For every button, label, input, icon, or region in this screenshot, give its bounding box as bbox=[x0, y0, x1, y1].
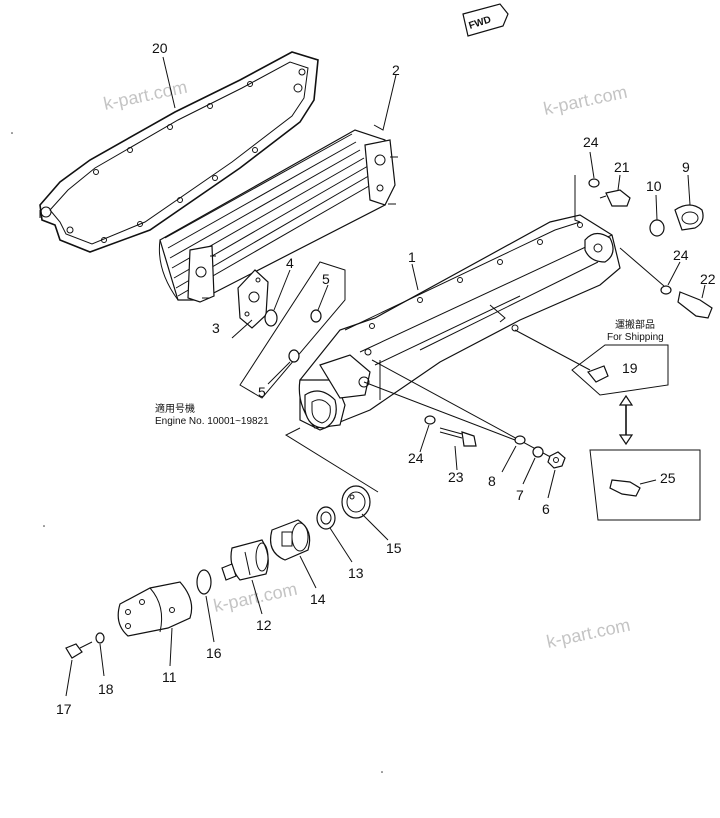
part-24-washer-lower bbox=[424, 415, 436, 425]
callout-5-lower: 5 bbox=[258, 384, 266, 400]
watermark-3: k-part.com bbox=[212, 579, 299, 616]
part-25-fitting bbox=[609, 479, 641, 497]
fwd-arrow-badge: FWD bbox=[462, 3, 509, 37]
callout-11: 11 bbox=[162, 669, 177, 685]
callout-16: 16 bbox=[206, 645, 222, 661]
part-5-o-ring-a bbox=[310, 309, 322, 323]
callout-17: 17 bbox=[56, 701, 72, 717]
callout-13: 13 bbox=[348, 565, 364, 581]
part-9-plug bbox=[674, 204, 704, 231]
part-23-bolt bbox=[439, 427, 477, 447]
callout-24-lower: 24 bbox=[408, 450, 424, 466]
serial-note-english: Engine No. 10001~19821 bbox=[155, 416, 269, 427]
part-8-washer bbox=[514, 435, 526, 445]
callout-7: 7 bbox=[516, 487, 524, 503]
watermark-1: k-part.com bbox=[102, 77, 189, 114]
part-18-washer bbox=[95, 632, 105, 644]
callout-10: 10 bbox=[646, 178, 662, 194]
part-21-bolt bbox=[599, 189, 631, 207]
part-1-cooler-housing bbox=[298, 214, 621, 431]
part-5-group-box bbox=[239, 261, 346, 399]
part-19-fitting bbox=[587, 365, 609, 383]
callout-8: 8 bbox=[488, 473, 496, 489]
watermark-2: k-part.com bbox=[542, 82, 629, 119]
callout-20: 20 bbox=[152, 40, 168, 56]
part-5-o-ring-b bbox=[288, 349, 300, 363]
part-16-o-ring bbox=[196, 569, 212, 595]
callout-22: 22 bbox=[700, 271, 716, 287]
callout-12: 12 bbox=[256, 617, 272, 633]
part-2-cooler-element bbox=[158, 129, 398, 303]
shipping-note-english: For Shipping bbox=[607, 332, 664, 343]
part-4-o-ring bbox=[264, 309, 278, 327]
part-17-bolt bbox=[65, 641, 93, 659]
part-11-housing-cover bbox=[117, 581, 193, 637]
watermark-4: k-part.com bbox=[545, 615, 632, 652]
callout-18: 18 bbox=[98, 681, 114, 697]
serial-note-japanese: 適用号機 bbox=[155, 402, 195, 415]
callout-6: 6 bbox=[542, 501, 550, 517]
callout-19: 19 bbox=[622, 360, 638, 376]
scan-speck bbox=[11, 132, 13, 134]
callout-4: 4 bbox=[286, 255, 294, 271]
callout-1: 1 bbox=[408, 249, 416, 265]
callout-15: 15 bbox=[386, 540, 402, 556]
part-24-washer-right bbox=[660, 285, 672, 295]
double-arrow-icon bbox=[618, 394, 634, 446]
part-20-gasket bbox=[39, 51, 319, 253]
part-13-seal bbox=[316, 506, 336, 530]
part-10-o-ring bbox=[649, 219, 665, 237]
callout-14: 14 bbox=[310, 591, 326, 607]
callout-2: 2 bbox=[392, 62, 400, 78]
callout-3: 3 bbox=[212, 320, 220, 336]
callout-21: 21 bbox=[614, 159, 630, 175]
callout-24-upper: 24 bbox=[583, 134, 599, 150]
part-22-bolt bbox=[677, 291, 713, 319]
part-15-cap bbox=[341, 485, 371, 519]
part-19-group-box bbox=[571, 344, 669, 396]
part-7-lock-washer bbox=[532, 446, 544, 458]
callout-23: 23 bbox=[448, 469, 464, 485]
part-25-group-box bbox=[589, 449, 701, 521]
callout-9: 9 bbox=[682, 159, 690, 175]
callout-25: 25 bbox=[660, 470, 676, 486]
part-24-washer-upper bbox=[588, 178, 600, 188]
part-6-nut bbox=[547, 451, 566, 469]
part-14-sleeve bbox=[269, 519, 311, 561]
callout-24-right: 24 bbox=[673, 247, 689, 263]
callout-5-upper: 5 bbox=[322, 271, 330, 287]
scan-speck bbox=[381, 771, 383, 773]
part-12-valve bbox=[221, 539, 269, 581]
shipping-note-japanese: 運搬部品 bbox=[615, 318, 655, 331]
scan-speck bbox=[43, 525, 45, 527]
